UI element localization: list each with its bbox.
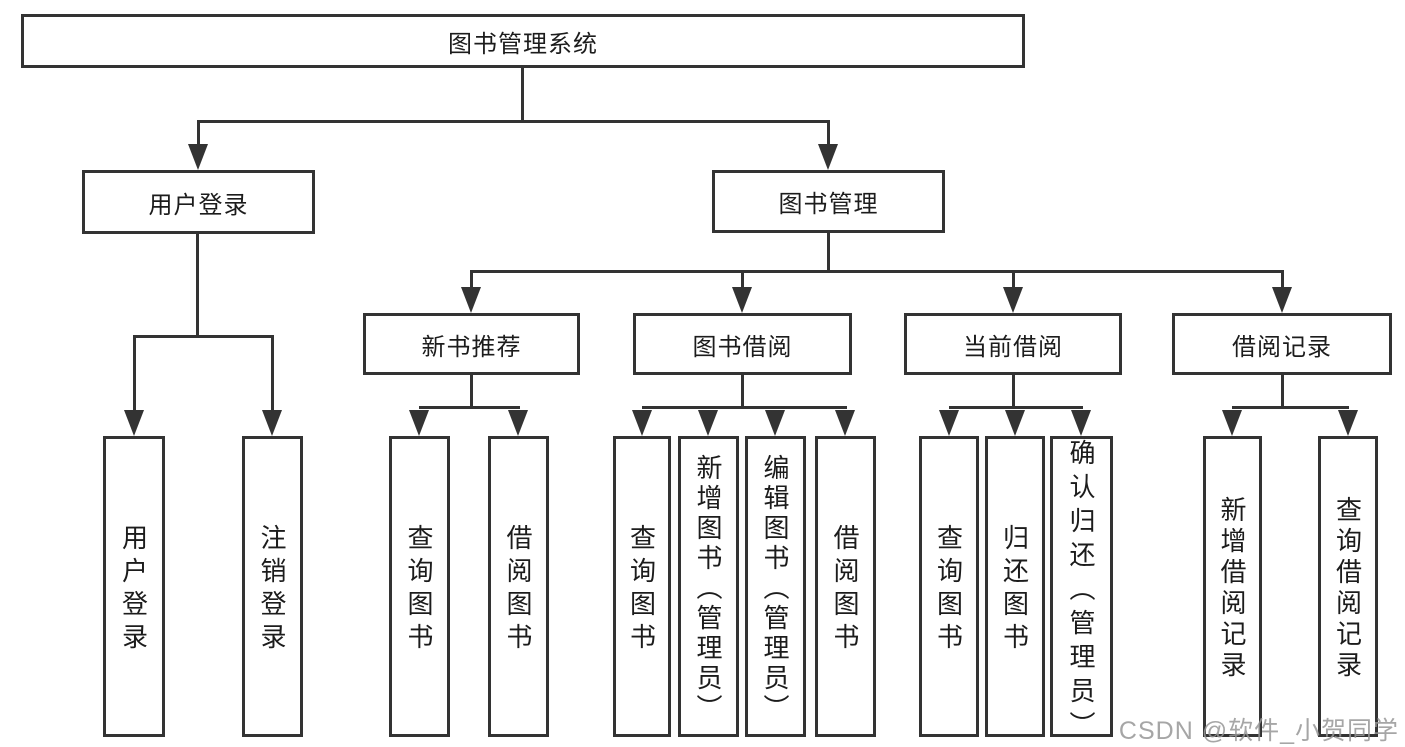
arrow-down-icon [835, 410, 855, 436]
leaf-borrow-books: 借阅图书 [815, 436, 876, 737]
connector-login-stem [196, 234, 199, 335]
node-new-book-recommend: 新书推荐 [363, 313, 580, 375]
arrow-down-icon [461, 287, 481, 313]
leaf-label: 用户登录 [118, 524, 149, 656]
connector-login-bar [133, 335, 274, 338]
arrow-down-icon [188, 144, 208, 170]
leaf-borrow-books: 借阅图书 [488, 436, 549, 737]
leaf-label: 编辑图书（管理员） [760, 453, 790, 724]
arrow-down-icon [262, 410, 282, 436]
connector-login-right-drop [271, 335, 274, 412]
leaf-label: 新增图书（管理员） [693, 453, 723, 724]
arrow-down-icon [818, 144, 838, 170]
leaf-label: 查询图书 [404, 524, 434, 656]
arrow-down-icon [632, 410, 652, 436]
arrow-down-icon [1272, 287, 1292, 313]
leaf-label: 新增借阅记录 [1217, 496, 1247, 682]
connector-sec2-bar [949, 406, 1083, 409]
leaf-label: 归还图书 [999, 524, 1030, 656]
connector-sec1-bar [642, 406, 847, 409]
connector-mgmt-stem [827, 233, 830, 270]
node-book-management: 图书管理 [712, 170, 945, 233]
connector-sec3-stem [1281, 375, 1284, 407]
leaf-return-books: 归还图书 [985, 436, 1045, 737]
connector-sec2-stem [1012, 375, 1015, 407]
leaf-query-borrow-record: 查询借阅记录 [1318, 436, 1378, 737]
connector-root-right-drop [827, 120, 830, 148]
arrow-down-icon [939, 410, 959, 436]
leaf-add-books-admin: 新增图书（管理员） [678, 436, 739, 737]
node-user-login: 用户登录 [82, 170, 315, 234]
connector-root-left-drop [197, 120, 200, 148]
arrow-down-icon [765, 410, 785, 436]
arrow-down-icon [1005, 410, 1025, 436]
arrow-down-icon [1222, 410, 1242, 436]
node-book-borrow: 图书借阅 [633, 313, 852, 375]
leaf-label: 查询借阅记录 [1332, 496, 1363, 682]
node-current-borrow: 当前借阅 [904, 313, 1122, 375]
leaf-add-borrow-record: 新增借阅记录 [1203, 436, 1262, 737]
connector-sec0-bar [419, 406, 520, 409]
node-borrow-records: 借阅记录 [1172, 313, 1392, 375]
leaf-label: 借阅图书 [830, 524, 860, 656]
leaf-label: 查询图书 [626, 524, 657, 656]
connector-sec3-bar [1232, 406, 1349, 409]
leaf-logout: 注销登录 [242, 436, 303, 737]
arrow-down-icon [732, 287, 752, 313]
node-root: 图书管理系统 [21, 14, 1025, 68]
arrow-down-icon [409, 410, 429, 436]
leaf-query-books: 查询图书 [613, 436, 671, 737]
leaf-query-books: 查询图书 [919, 436, 979, 737]
leaf-label: 查询图书 [933, 524, 964, 656]
connector-root-stem [521, 68, 524, 121]
connector-mgmt-drop [470, 270, 473, 289]
arrow-down-icon [508, 410, 528, 436]
connector-login-left-drop [133, 335, 136, 412]
leaf-label: 确认归还（管理员） [1066, 439, 1096, 745]
connector-sec0-stem [470, 375, 473, 407]
connector-mgmt-drop [741, 270, 744, 289]
leaf-edit-books-admin: 编辑图书（管理员） [745, 436, 806, 737]
arrow-down-icon [1003, 287, 1023, 313]
watermark-text: CSDN @软件_小贺同学 [1118, 717, 1399, 745]
arrow-down-icon [698, 410, 718, 436]
leaf-label: 借阅图书 [503, 524, 533, 656]
connector-sec1-stem [741, 375, 744, 407]
leaf-user-login: 用户登录 [103, 436, 165, 737]
leaf-confirm-return-admin: 确认归还（管理员） [1050, 436, 1113, 745]
connector-root-bar [197, 120, 830, 123]
arrow-down-icon [124, 410, 144, 436]
connector-mgmt-bar [470, 270, 1284, 273]
connector-mgmt-drop [1281, 270, 1284, 289]
leaf-label: 注销登录 [257, 524, 287, 656]
connector-mgmt-drop [1012, 270, 1015, 289]
leaf-query-books: 查询图书 [389, 436, 450, 737]
arrow-down-icon [1338, 410, 1358, 436]
arrow-down-icon [1071, 410, 1091, 436]
